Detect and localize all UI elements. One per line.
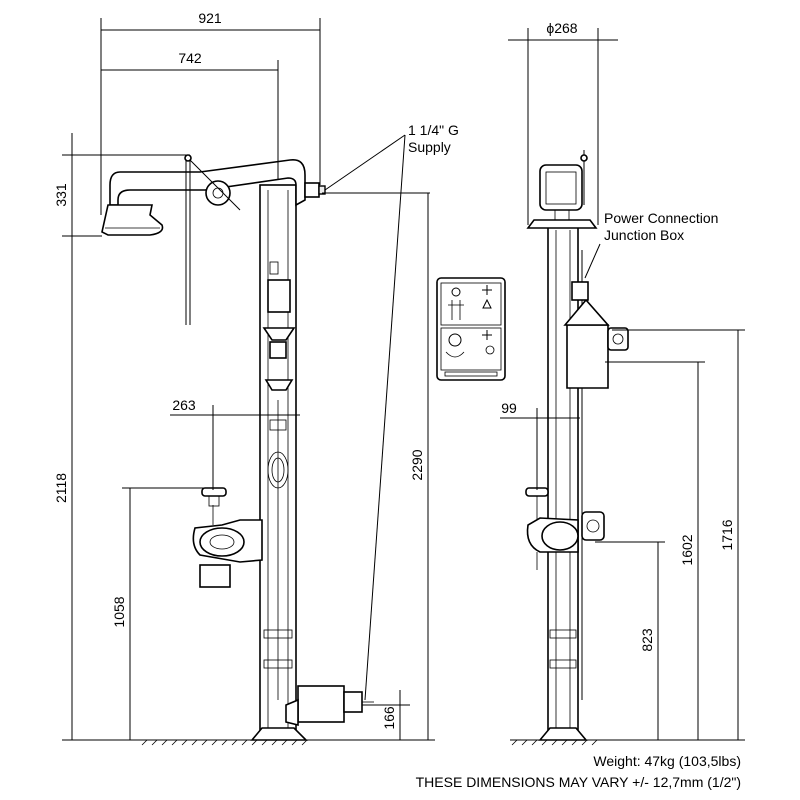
dim-supply-height: 2290 <box>409 449 425 480</box>
weight-note: Weight: 47kg (103,5lbs) <box>593 753 741 769</box>
dim-head-diameter: ϕ268 <box>546 20 577 36</box>
dim-eyewash-offset: 99 <box>501 400 517 416</box>
front-dimension-lines <box>62 18 435 741</box>
dim-head-reach: 742 <box>178 50 202 66</box>
front-view: 921 742 331 2118 263 1058 2290 166 1 1/4… <box>53 10 459 746</box>
dim-overall-height: 2118 <box>53 473 69 503</box>
supply-label-line1: 1 1/4" G <box>408 122 459 138</box>
supply-label-line2: Supply <box>408 139 451 155</box>
side-view: ϕ268 99 1716 1602 823 Power Connection J… <box>500 20 745 746</box>
dim-eyewash-height: 1058 <box>111 596 127 627</box>
junction-label-line1: Power Connection <box>604 210 718 226</box>
front-shower-arm <box>101 154 326 325</box>
junction-label-line2: Junction Box <box>604 227 684 243</box>
dim-upper-outlet-height: 1602 <box>679 534 695 565</box>
dim-junction-box-height: 1716 <box>719 519 735 550</box>
dim-eyewash-reach: 263 <box>172 397 196 413</box>
side-dimension-lines <box>500 28 745 741</box>
front-eyewash <box>192 487 263 588</box>
tolerance-note: THESE DIMENSIONS MAY VARY +/- 12,7mm (1/… <box>416 774 741 790</box>
side-column <box>538 224 588 741</box>
front-inlet <box>285 685 374 727</box>
dim-total-width: 921 <box>198 10 222 26</box>
side-shower-head <box>526 150 598 229</box>
front-column-details <box>262 261 296 489</box>
safety-sign <box>436 277 506 381</box>
side-junction-box <box>563 281 629 389</box>
front-column <box>250 184 308 741</box>
dim-head-height: 331 <box>53 183 69 207</box>
side-eyewash <box>525 487 605 570</box>
dim-inlet-height: 166 <box>381 706 397 730</box>
dim-lower-outlet-height: 823 <box>639 628 655 652</box>
